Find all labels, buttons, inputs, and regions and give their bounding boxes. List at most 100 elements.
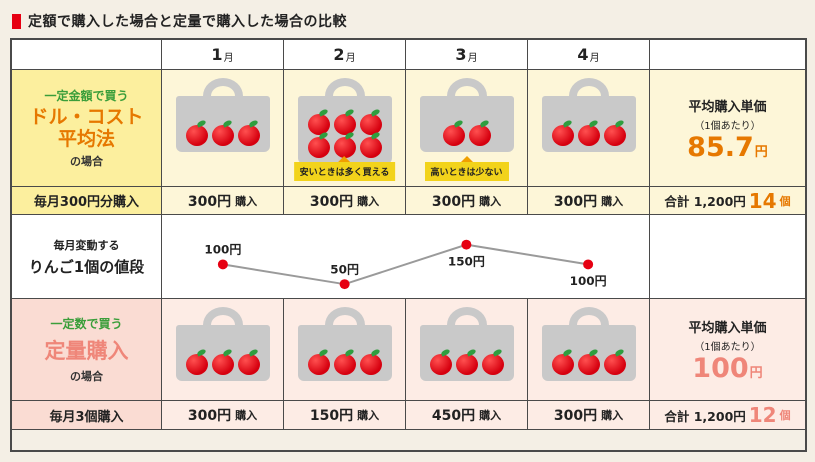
shopping-bag-icon [419,78,514,152]
fixed-label-cell: 一定数で買う 定量購入 の場合 [12,299,162,401]
apple-icon [307,114,330,135]
purchase-action: 購入 [479,409,502,422]
dca-purchase-cell-3: 高いときは少ない [406,70,528,187]
shopping-bag-icon [297,78,392,164]
fixed-method-name: 定量購入 [44,339,129,363]
total-amount-label: 合計 1,200円 [664,194,746,209]
purchase-amount: 300円 [431,193,476,210]
fixed-purchase-cell-3 [406,299,528,401]
fixed-sub-label-cell: 毎月3個購入 [12,401,162,430]
shopping-bag-icon [175,78,270,152]
shopping-bag-icon [297,307,392,381]
fixed-summary-cell: 平均購入単価 （1個あたり） 100 円 [650,299,805,401]
dca-amount-cell-2: 300円 購入 [284,187,406,215]
note-buy-more-when-cheap: 安いときは多く買える [293,162,396,181]
purchase-amount: 300円 [187,408,232,424]
fixed-amount-cell-1: 300円 購入 [162,401,284,430]
svg-text:50円: 50円 [330,262,359,276]
bag-body [419,325,514,381]
month-unit: 月 [589,53,600,64]
purchase-amount: 300円 [553,408,598,424]
dca-purchase-cell-2: 安いときは多く買える [284,70,406,187]
apple-icon [237,125,260,146]
price-label-cell: 毎月変動する りんご1個の値段 [12,215,162,299]
shopping-bag-icon [541,307,636,381]
price-row-empty-cell [650,215,805,299]
apple-icon [468,125,491,146]
svg-text:100円: 100円 [204,243,241,257]
fixed-tagline: 一定数で買う [50,317,123,331]
apple-icon [551,125,574,146]
dca-suffix: の場合 [70,155,103,169]
apple-icon [577,354,600,375]
dca-method-name: ドル・コスト 平均法 [29,105,144,151]
note-buy-less-when-expensive: 高いときは少ない [424,162,509,181]
dca-name-line1: ドル・コスト [29,105,144,128]
bag-body [541,325,636,381]
fixed-suffix: の場合 [70,370,103,383]
month-number: 4 [577,45,589,64]
apple-icon [429,354,452,375]
price-unit: 円 [754,144,768,160]
apple-icon [455,354,478,375]
apple-icon [359,354,382,375]
dca-label-cell: 一定金額で買う ドル・コスト 平均法 の場合 [12,70,162,187]
price-label-line2: りんご1個の値段 [28,257,145,276]
fixed-purchase-cell-2 [284,299,406,401]
title-bar: 定額で購入した場合と定量で購入した場合の比較 [0,0,815,38]
dca-name-line2: 平均法 [57,127,115,150]
purchase-amount: 150円 [309,408,354,424]
fixed-amount-cell-3: 450円 購入 [406,401,528,430]
purchase-action: 購入 [601,409,624,422]
apple-icon [307,137,330,158]
purchase-action: 購入 [357,194,380,208]
fixed-purchase-cell-1 [162,299,284,401]
purchase-amount: 300円 [553,193,598,210]
apple-icon [333,114,356,135]
avg-price-label: 平均購入単価 [688,321,767,336]
avg-price-value: 85.7 円 [687,134,768,161]
purchase-action: 購入 [235,194,258,208]
purchase-action: 購入 [479,194,502,208]
price-unit: 円 [749,366,763,381]
bag-body [419,96,514,152]
bag-body [175,325,270,381]
apple-icon [211,125,234,146]
total-count: 12 [748,403,777,427]
month-unit: 月 [223,53,234,64]
fixed-amount-cell-4: 300円 購入 [528,401,650,430]
dca-purchase-cell-1 [162,70,284,187]
total-count-unit: 個 [779,194,791,208]
header-corner-left [12,40,162,70]
apple-icon [551,354,574,375]
month-number: 1 [211,45,223,64]
bag-body [297,96,392,164]
bag-body [175,96,270,152]
purchase-action: 購入 [601,194,624,208]
dca-summary-cell: 平均購入単価 （1個あたり） 85.7 円 [650,70,805,187]
apple-icon [307,354,330,375]
dca-sub-label-cell: 毎月300円分購入 [12,187,162,215]
header-corner-right [650,40,805,70]
apple-icon [359,137,382,158]
apple-icon [603,125,626,146]
apple-icon [442,125,465,146]
avg-price-value: 100 円 [692,355,762,382]
purchase-amount: 300円 [309,193,354,210]
total-count-unit: 個 [779,409,791,422]
month-unit: 月 [467,53,478,64]
fixed-amount-cell-2: 150円 購入 [284,401,406,430]
svg-text:100円: 100円 [570,274,607,288]
dca-tagline: 一定金額で買う [44,88,129,103]
apple-icon [359,114,382,135]
shopping-bag-icon [541,78,636,152]
dca-purchase-cell-4 [528,70,650,187]
apple-icon [185,125,208,146]
purchase-action: 購入 [357,409,380,422]
per-apple-label: （1個あたり） [694,342,761,353]
dca-total-cell: 合計 1,200円 14 個 [650,187,805,215]
